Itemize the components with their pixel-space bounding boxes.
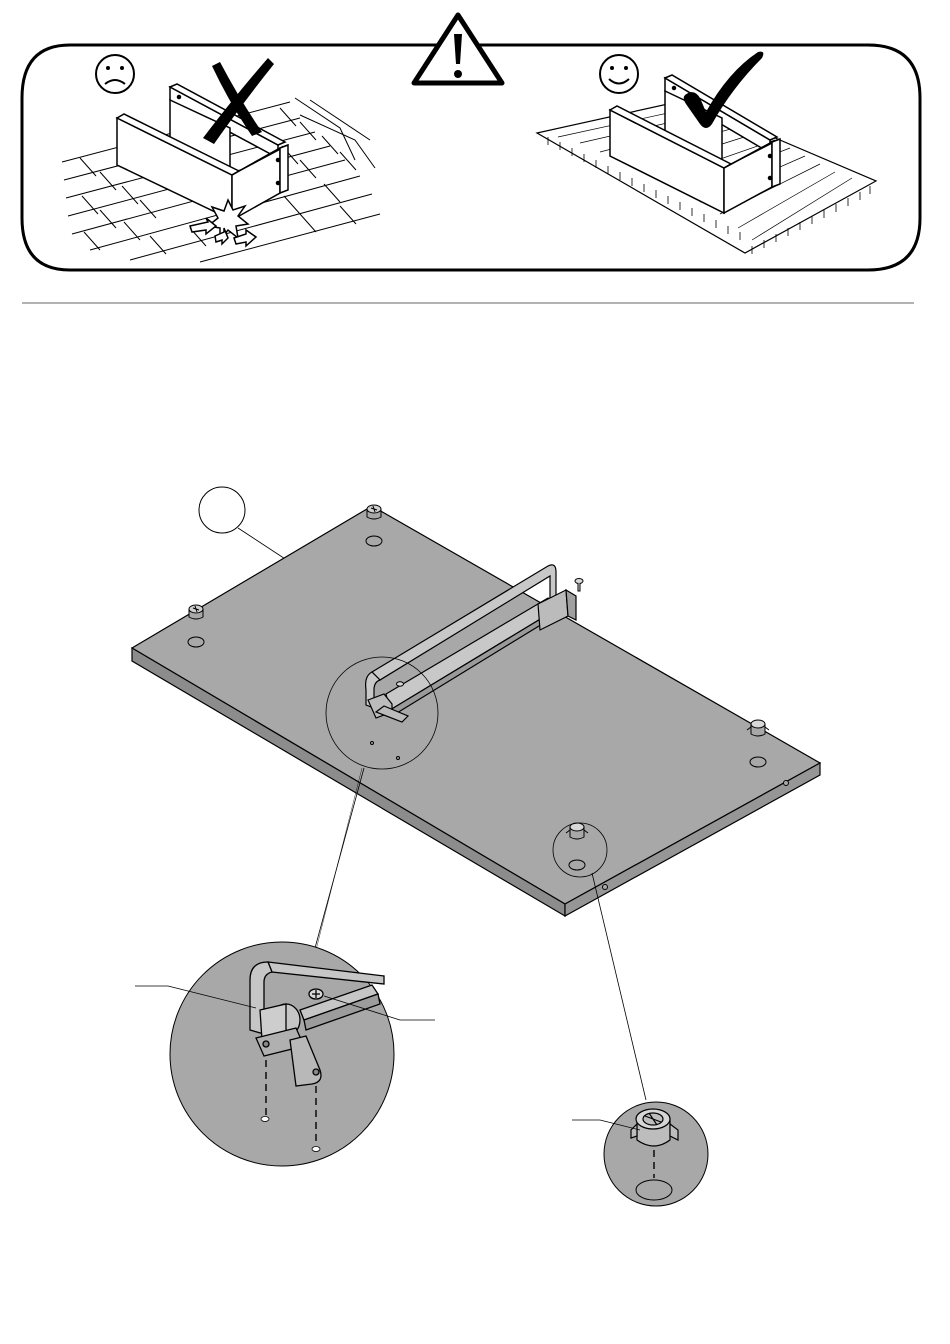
- bottom-panel: [132, 506, 820, 916]
- detail-leader-b: [592, 873, 646, 1100]
- detail-leader-a-left: [315, 768, 364, 948]
- assembly-step-diagram: [132, 487, 820, 1206]
- sad-face-icon: [96, 55, 134, 93]
- panel-top-face: [132, 506, 820, 904]
- detail-view-runner: [135, 942, 435, 1166]
- detail-leader-a-right: [316, 768, 362, 950]
- part-callout-bubble: [199, 487, 245, 533]
- warning-panel: [22, 15, 920, 270]
- detail-view-cam-housing: [572, 1102, 708, 1206]
- happy-face-icon: [600, 55, 638, 93]
